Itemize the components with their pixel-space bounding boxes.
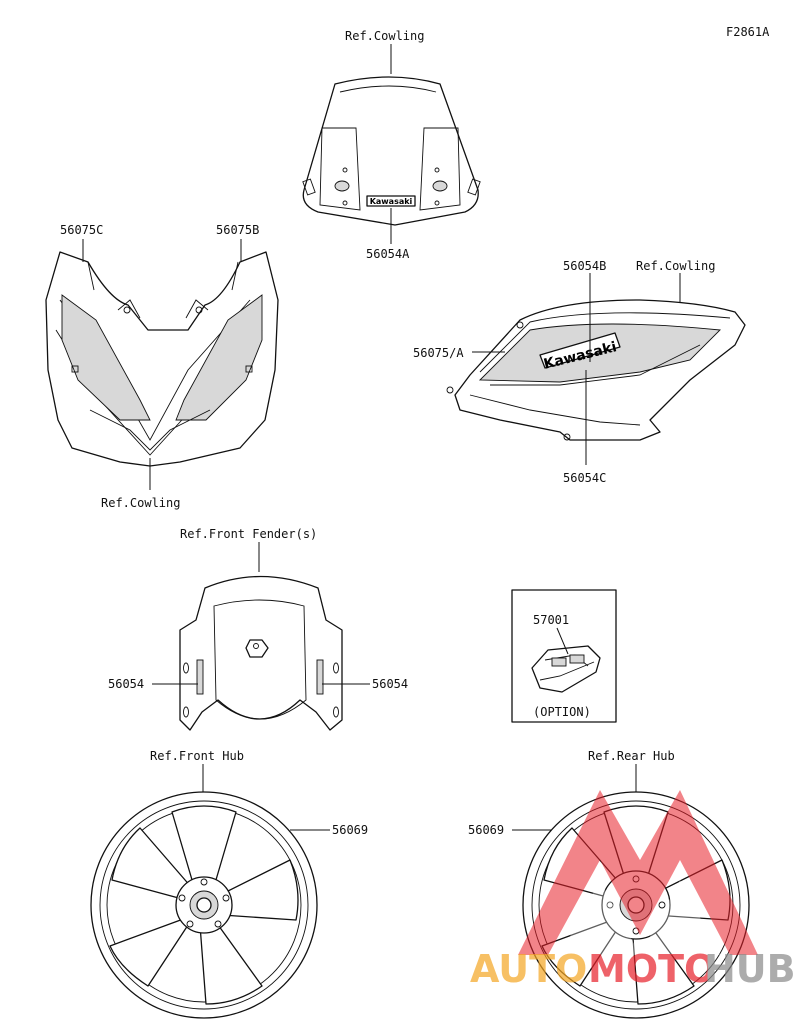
windscreen-decal-text: Kawasaki xyxy=(370,197,413,206)
figure-code: F2861A xyxy=(726,25,770,39)
label-56054-right: 56054 xyxy=(372,677,408,691)
watermark-text-auto: AUTO xyxy=(470,947,587,991)
label-56069-front: 56069 xyxy=(332,823,368,837)
label-57001: 57001 xyxy=(533,613,569,627)
front-wheel-drawing xyxy=(90,791,318,1019)
label-option: (OPTION) xyxy=(533,705,591,719)
label-56054A: 56054A xyxy=(366,247,410,261)
side-cowling-drawing: Kawasaki xyxy=(446,299,746,441)
label-56069-rear: 56069 xyxy=(468,823,504,837)
front-cowling-drawing xyxy=(45,251,279,467)
label-ref-front-fender: Ref.Front Fender(s) xyxy=(180,527,317,541)
watermark-text-moto: MOTO xyxy=(588,947,716,991)
label-56075A: 56075/A xyxy=(413,346,464,360)
label-56054B: 56054B xyxy=(563,259,606,273)
label-ref-cowling-top: Ref.Cowling xyxy=(345,29,424,43)
label-ref-rear-hub: Ref.Rear Hub xyxy=(588,749,675,763)
label-56054C: 56054C xyxy=(563,471,606,485)
watermark-text-hub: HUB xyxy=(704,947,796,991)
label-56075B: 56075B xyxy=(216,223,259,237)
label-ref-front-hub: Ref.Front Hub xyxy=(150,749,244,763)
label-56075C: 56075C xyxy=(60,223,103,237)
label-56054-left: 56054 xyxy=(108,677,144,691)
windscreen-drawing: Kawasaki xyxy=(302,76,481,226)
watermark-text: AUTO MOTO HUB xyxy=(470,947,796,991)
option-part-drawing xyxy=(531,645,601,693)
front-fender-drawing xyxy=(179,575,343,731)
label-ref-cowling-front: Ref.Cowling xyxy=(101,496,180,510)
label-ref-cowling-side: Ref.Cowling xyxy=(636,259,715,273)
watermark-logo xyxy=(518,790,758,955)
